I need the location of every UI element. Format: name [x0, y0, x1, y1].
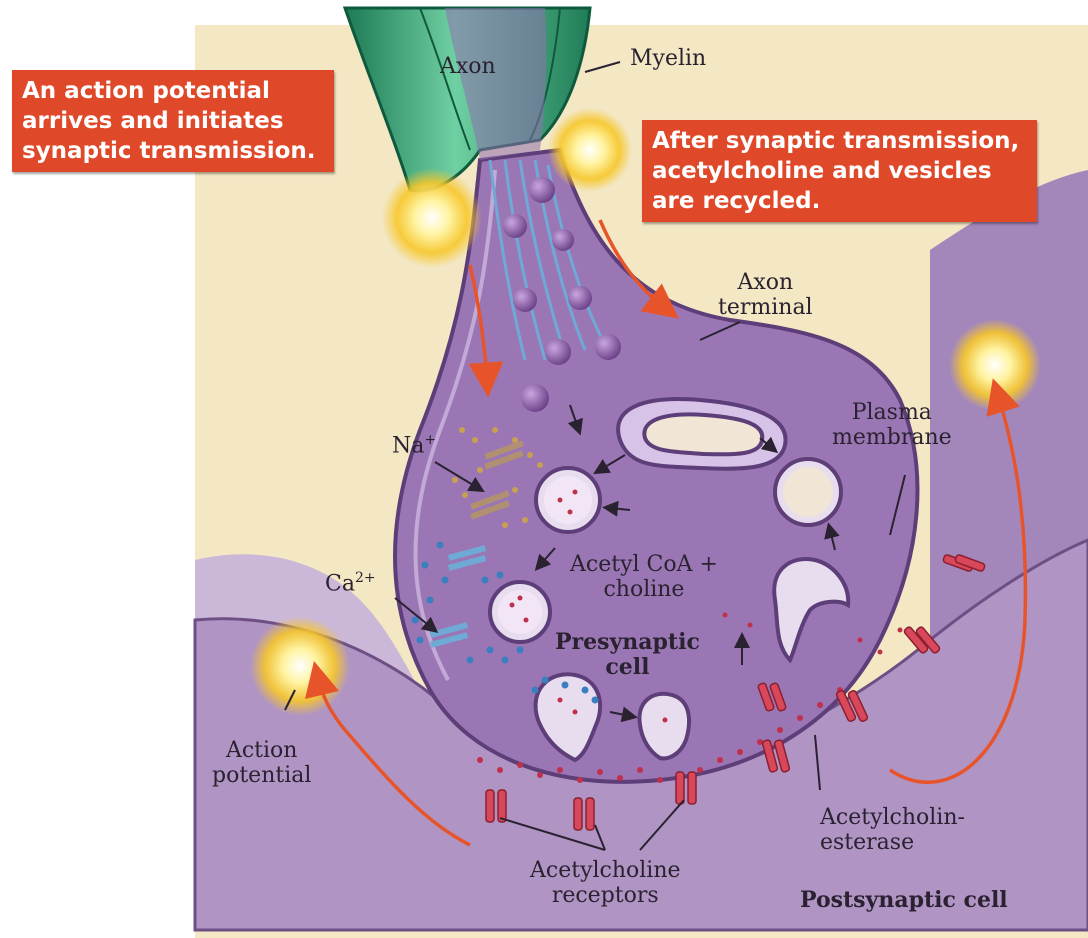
presynaptic-cell-label: Presynaptic cell	[555, 630, 700, 680]
plasma-membrane-label: Plasma membrane	[832, 400, 952, 450]
recycling-box: After synaptic transmission, acetylcholi…	[642, 120, 1037, 222]
axon-label: Axon	[440, 54, 496, 79]
acetylcholinesterase-label: Acetylcholin- esterase	[820, 805, 965, 855]
action-potential-arrives-box: An action potential arrives and initiate…	[12, 70, 334, 172]
acetyl-coa-label: Acetyl CoA + choline	[570, 552, 718, 602]
action-potential-label: Action potential	[212, 738, 311, 788]
postsynaptic-cell-label: Postsynaptic cell	[800, 888, 1008, 913]
calcium-label: Ca2+	[325, 566, 376, 596]
acetylcholine-receptors-label: Acetylcholine receptors	[530, 858, 681, 908]
myelin-label: Myelin	[630, 46, 706, 71]
sodium-label: Na+	[392, 428, 436, 458]
axon-terminal-label: Axon terminal	[718, 270, 813, 320]
